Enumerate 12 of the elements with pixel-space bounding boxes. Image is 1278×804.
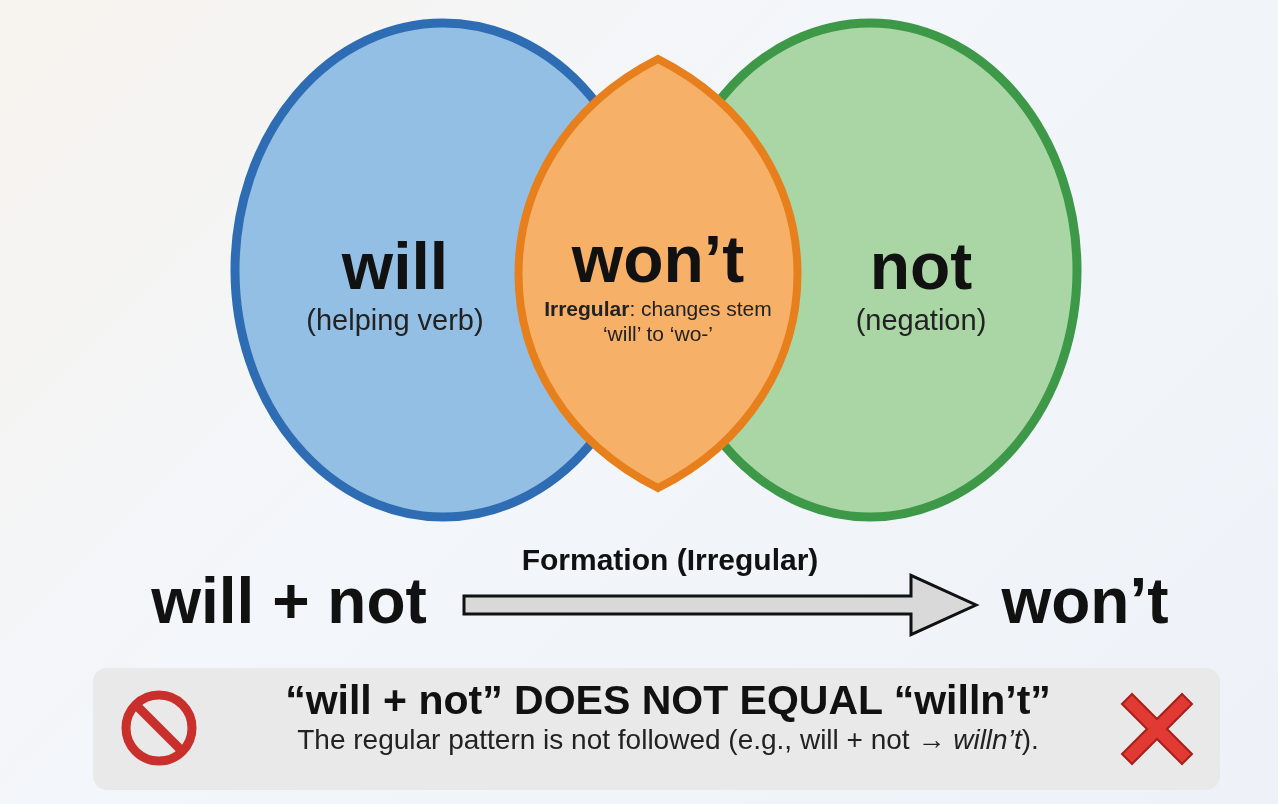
warning-heading: “will + not” DOES NOT EQUAL “willn’t” (285, 678, 1051, 724)
circle-subtitle: (negation) (855, 302, 987, 338)
overlap-note: Irregular: changes stem ‘will’ to ‘wo-’ (543, 295, 773, 346)
result-text: won’t (1001, 566, 1169, 637)
edge-label: Formation (Irregular) (520, 543, 820, 578)
circle-subtitle: (helping verb) (306, 302, 484, 338)
expression-text: will + not (151, 566, 427, 637)
warning-note: The regular pattern is not followed (e.g., will + not → willn’t). (297, 723, 1039, 757)
circle-heading: will (341, 230, 449, 303)
circle-heading: not (869, 230, 973, 303)
overlap-heading: won’t (571, 223, 745, 296)
block-arrow (462, 572, 980, 638)
